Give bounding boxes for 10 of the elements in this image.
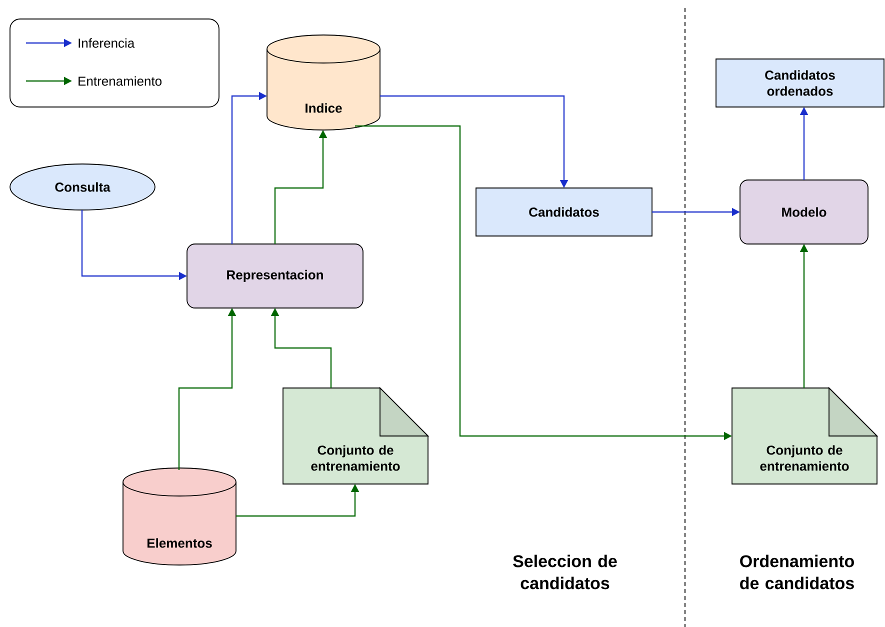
legend-label: Inferencia	[78, 38, 135, 48]
section-heading: Ordenamiento de candidatos	[740, 554, 854, 590]
data-box: Candidatos	[476, 188, 652, 236]
process-box: Representacion	[186, 244, 364, 308]
legend-label: Entrenamiento	[78, 76, 162, 86]
section-heading: Seleccion de candidatos	[513, 554, 617, 590]
database-cylinder: Indice	[266, 34, 380, 130]
process-box: Modelo	[740, 180, 868, 244]
database-cylinder: Elementos	[122, 468, 236, 566]
data-box: Candidatos ordenados	[716, 58, 884, 108]
